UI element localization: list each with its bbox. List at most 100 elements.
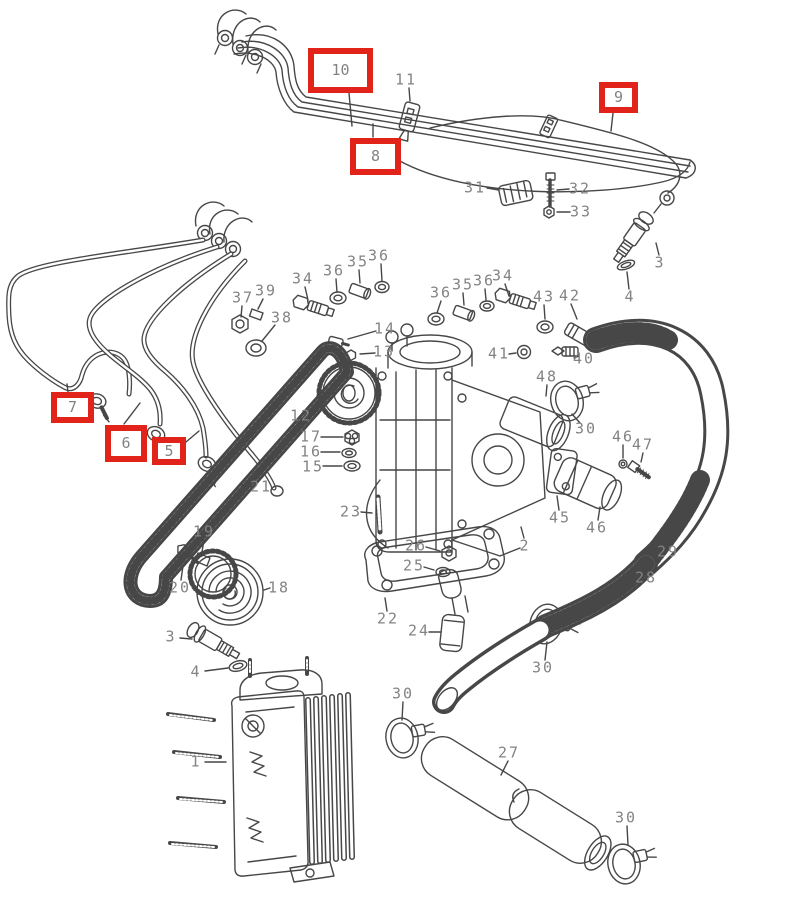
part-label-25: 25 [402, 556, 426, 575]
highlight-box-10[interactable]: 10 [308, 48, 373, 93]
part-label-31: 31 [463, 178, 487, 197]
part-label-2: 2 [519, 536, 531, 555]
part-label-3: 3 [654, 253, 666, 272]
part-label-37: 37 [231, 288, 255, 307]
part-label-39: 39 [254, 281, 278, 300]
part-label-33: 33 [569, 202, 593, 221]
highlight-label: 5 [164, 441, 174, 460]
part-label-45: 45 [548, 508, 572, 527]
hardware-15-16-17 [341, 429, 361, 472]
part-label-14: 14 [373, 319, 397, 338]
hardware-right-group [427, 287, 537, 326]
part-label-11: 11 [394, 70, 418, 89]
hose-27 [420, 736, 612, 871]
leader-lines [66, 87, 668, 846]
part-label-46: 46 [611, 427, 635, 446]
oil-cooler [166, 656, 355, 883]
filter-24 [439, 613, 465, 653]
hose-28 [432, 552, 658, 714]
part-label-20: 20 [168, 578, 192, 597]
part-label-30: 30 [391, 684, 415, 703]
part-label-26: 26 [404, 536, 428, 555]
injector-top [613, 211, 654, 264]
part-label-1: 1 [190, 752, 202, 771]
part-label-18: 18 [267, 578, 291, 597]
part-label-24: 24 [407, 621, 431, 640]
part-label-32: 32 [568, 179, 592, 198]
seal-ring-4-bottom [228, 659, 248, 673]
part-label-13: 13 [372, 342, 396, 361]
part-label-27: 27 [497, 743, 521, 762]
highlight-box-9[interactable]: 9 [599, 82, 638, 113]
highlight-box-8[interactable]: 8 [350, 138, 401, 175]
hose-29 [583, 318, 730, 577]
wedge-19 [194, 552, 211, 567]
part-label-30: 30 [531, 658, 555, 677]
fuel-line-band [214, 9, 696, 179]
hose-clamp-30-c [385, 717, 436, 759]
cover-22 [364, 525, 505, 615]
hose-clamp-30-a [550, 380, 600, 422]
part-label-42: 42 [558, 286, 582, 305]
part-label-29: 29 [656, 542, 680, 561]
seal-25 [435, 566, 451, 578]
fuel-line-9 [397, 115, 691, 214]
hardware-left-group [231, 280, 390, 357]
part-label-4: 4 [624, 287, 636, 306]
highlight-box-7[interactable]: 7 [51, 392, 94, 423]
part-label-36: 36 [429, 283, 453, 302]
nut-33 [543, 205, 555, 219]
part-label-23: 23 [339, 502, 363, 521]
part-label-30: 30 [574, 419, 598, 438]
part-label-16: 16 [299, 442, 323, 461]
part-label-3: 3 [165, 627, 177, 646]
part-label-22: 22 [376, 609, 400, 628]
part-label-12: 12 [289, 406, 313, 425]
washer-46 [618, 459, 628, 469]
highlight-label: 6 [121, 434, 131, 452]
pulley-18 [187, 548, 264, 626]
part-label-30: 30 [614, 808, 638, 827]
part-label-41: 41 [487, 344, 511, 363]
part-label-21: 21 [249, 477, 273, 496]
part-label-28: 28 [634, 568, 658, 587]
highlight-label: 10 [331, 61, 350, 79]
part-label-35: 35 [346, 252, 370, 271]
part-label-15: 15 [301, 457, 325, 476]
part-label-48: 48 [535, 367, 559, 386]
part-label-43: 43 [532, 287, 556, 306]
clip-31 [498, 179, 534, 207]
sprocket-12 [316, 360, 382, 426]
stud-23 [375, 494, 383, 535]
highlight-box-6[interactable]: 6 [105, 425, 147, 462]
fittings-row [516, 320, 595, 360]
bolt-20 [177, 544, 200, 565]
bolt-32 [545, 172, 556, 208]
part-label-47: 47 [631, 435, 655, 454]
line-clip-small [539, 114, 559, 139]
part-label-38: 38 [270, 308, 294, 327]
part-label-19: 19 [192, 522, 216, 541]
part-label-36: 36 [367, 246, 391, 265]
highlight-label: 7 [67, 398, 78, 416]
injector-bottom [186, 621, 241, 660]
seal-ring-4-top [616, 259, 636, 271]
injection-pump [365, 323, 546, 557]
part-label-36: 36 [472, 271, 496, 290]
outlet-neck-48 [499, 396, 571, 452]
solenoid-46 [553, 457, 623, 511]
highlight-label: 8 [370, 147, 381, 165]
highlight-label: 9 [613, 88, 624, 106]
part-label-34: 34 [291, 269, 315, 288]
hose-clamp-30-d [607, 843, 657, 885]
part-label-34: 34 [491, 266, 515, 285]
highlight-box-5[interactable]: 5 [152, 437, 186, 465]
part-label-40: 40 [572, 349, 596, 368]
bracket-45 [545, 447, 578, 496]
drive-belt [123, 341, 354, 608]
part-label-17: 17 [299, 427, 323, 446]
nut-26 [441, 545, 457, 562]
part-label-4: 4 [190, 662, 202, 681]
